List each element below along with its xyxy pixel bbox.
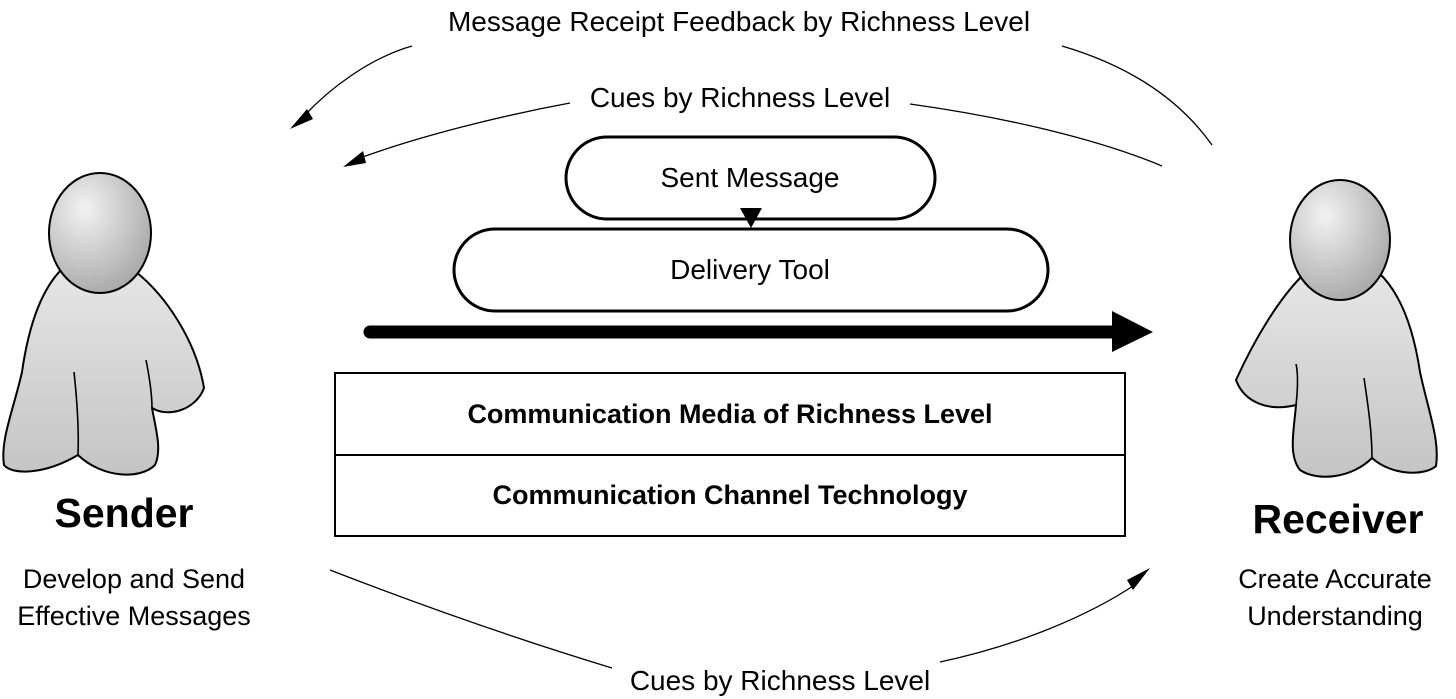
bottom-cues-arc-right-line bbox=[939, 583, 1137, 663]
receiver-description-line1: Create Accurate bbox=[1238, 564, 1432, 594]
sent-message-node: Sent Message bbox=[564, 135, 937, 221]
sender-body bbox=[2, 267, 205, 476]
feedback-arc-label: Message Receipt Feedback by Richness Lev… bbox=[448, 6, 1030, 37]
technology-label: Communication Channel Technology bbox=[492, 480, 967, 510]
delivery-tool-label: Delivery Tool bbox=[670, 254, 830, 285]
receiver-head bbox=[1289, 179, 1391, 301]
media-label: Communication Media of Richness Level bbox=[467, 399, 992, 429]
receiver-body-seam-left bbox=[1295, 363, 1299, 406]
bottom-cues-arc: Cues by Richness Level bbox=[329, 568, 1150, 696]
media-row bbox=[334, 372, 1126, 456]
feedback-arc-left-line bbox=[303, 45, 413, 117]
feedback-arc-right-line bbox=[1061, 45, 1213, 146]
sender-figure: Sender Develop and Send Effective Messag… bbox=[2, 172, 251, 631]
top-cues-arc: Cues by Richness Level bbox=[343, 82, 1163, 167]
bottom-cues-arc-left-line bbox=[329, 569, 613, 669]
sent-message-label: Sent Message bbox=[661, 162, 840, 193]
sender-name: Sender bbox=[55, 490, 194, 536]
sender-body-seam-right bbox=[145, 359, 153, 409]
delivery-tool-node: Delivery Tool bbox=[452, 227, 1050, 313]
sent-to-delivery-arrowhead bbox=[740, 208, 762, 228]
receiver-body bbox=[1235, 271, 1438, 478]
sender-head bbox=[48, 172, 152, 294]
receiver-body-seam-right bbox=[1363, 377, 1373, 459]
bottom-cues-arc-arrowhead bbox=[1127, 568, 1150, 590]
feedback-arc: Message Receipt Feedback by Richness Lev… bbox=[290, 6, 1213, 146]
delivery-tool-pill bbox=[452, 227, 1050, 313]
receiver-figure: Receiver Create Accurate Understanding bbox=[1235, 179, 1438, 631]
technology-row bbox=[334, 454, 1126, 537]
transmission-arrowhead bbox=[1112, 311, 1153, 352]
sender-description-line1: Develop and Send bbox=[23, 564, 245, 594]
top-cues-arc-left-line bbox=[359, 102, 571, 159]
sender-body-seam-left bbox=[73, 371, 80, 456]
channel-box: Communication Media of Richness Level Co… bbox=[334, 372, 1126, 537]
top-cues-arc-right-line bbox=[909, 103, 1163, 167]
receiver-description-line2: Understanding bbox=[1247, 601, 1423, 631]
receiver-name: Receiver bbox=[1253, 496, 1424, 542]
feedback-arc-arrowhead bbox=[290, 109, 313, 129]
bottom-cues-arc-label: Cues by Richness Level bbox=[630, 665, 930, 696]
top-cues-arc-label: Cues by Richness Level bbox=[590, 82, 890, 113]
transmission-arrow bbox=[363, 311, 1153, 352]
sender-description-line2: Effective Messages bbox=[17, 601, 251, 631]
top-cues-arc-arrowhead bbox=[343, 151, 366, 167]
